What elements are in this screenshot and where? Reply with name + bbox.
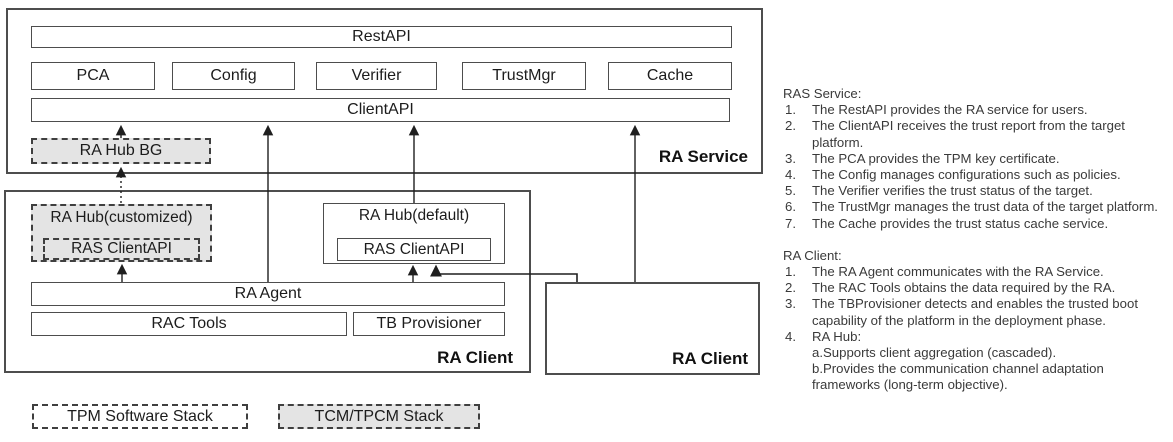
pca-label: PCA <box>76 67 110 84</box>
ras-service-notes: RAS Service: 1.The RestAPI provides the … <box>783 86 1169 232</box>
legend-tpm-label: TPM Software Stack <box>67 407 213 425</box>
ra-hub-bg-label: RA Hub BG <box>79 142 163 159</box>
ras-clientapi-customized-box: RAS ClientAPI <box>43 238 200 260</box>
list-item: 2.The ClientAPI receives the trust repor… <box>785 118 1125 150</box>
ra-service-label: RA Service <box>658 147 748 166</box>
clientapi-label: ClientAPI <box>347 101 414 118</box>
cache-box: Cache <box>608 62 732 90</box>
config-box: Config <box>172 62 295 90</box>
tb-provisioner-box: TB Provisioner <box>353 312 505 336</box>
ra-hub-bg-box: RA Hub BG <box>31 138 211 164</box>
ra-hub-default-label: RA Hub(default) <box>358 207 470 224</box>
ra-client-notes: RA Client: 1.The RA Agent communicates w… <box>783 248 1169 394</box>
ra-client-right-container <box>545 282 760 375</box>
list-item: 4.The Config manages configurations such… <box>785 167 1121 183</box>
legend-tcm-label: TCM/TPCM Stack <box>314 407 444 425</box>
ras-clientapi-default-box: RAS ClientAPI <box>337 238 491 261</box>
rac-tools-box: RAC Tools <box>31 312 347 336</box>
list-item: 3.The PCA provides the TPM key certifica… <box>785 150 1060 166</box>
ras-service-heading: RAS Service: <box>783 86 862 101</box>
verifier-label: Verifier <box>351 67 402 84</box>
ras-clientapi-default-label: RAS ClientAPI <box>363 240 465 258</box>
list-item: 3.The TBProvisioner detects and enables … <box>785 296 1138 328</box>
list-item: 5.The Verifier verifies the trust status… <box>785 183 1093 199</box>
tb-provisioner-label: TB Provisioner <box>376 315 482 332</box>
list-item: 6.The TrustMgr manages the trust data of… <box>785 199 1158 215</box>
trustmgr-box: TrustMgr <box>462 62 586 90</box>
list-item: 1.The RA Agent communicates with the RA … <box>785 264 1104 280</box>
trustmgr-label: TrustMgr <box>492 67 556 84</box>
cache-label: Cache <box>646 67 694 84</box>
ras-clientapi-customized-label: RAS ClientAPI <box>71 240 172 257</box>
ra-agent-box: RA Agent <box>31 282 505 306</box>
ra-client-heading: RA Client: <box>783 247 842 263</box>
list-item: 4.RA Hub: a.Supports client aggregation … <box>785 328 1104 393</box>
list-item: 2.The RAC Tools obtains the data require… <box>785 280 1116 296</box>
ra-client-right-label: RA Client <box>672 349 748 368</box>
ra-agent-label: RA Agent <box>234 285 302 302</box>
list-item: 1.The RestAPI provides the RA service fo… <box>785 102 1088 118</box>
config-label: Config <box>210 67 257 84</box>
rac-tools-label: RAC Tools <box>151 315 227 332</box>
notes-panel: RAS Service: 1.The RestAPI provides the … <box>783 86 1169 394</box>
list-item: 7.The Cache provides the trust status ca… <box>785 215 1109 231</box>
restapi-label: RestAPI <box>352 28 411 45</box>
ra-hub-customized-label: RA Hub(customized) <box>50 209 193 226</box>
legend-tcm-tpcm-stack: TCM/TPCM Stack <box>278 404 480 429</box>
restapi-box: RestAPI <box>31 26 732 48</box>
ra-client-left-label: RA Client <box>437 348 513 367</box>
pca-box: PCA <box>31 62 155 90</box>
legend-tpm-software-stack: TPM Software Stack <box>32 404 248 429</box>
verifier-box: Verifier <box>316 62 437 90</box>
clientapi-box: ClientAPI <box>31 98 730 122</box>
